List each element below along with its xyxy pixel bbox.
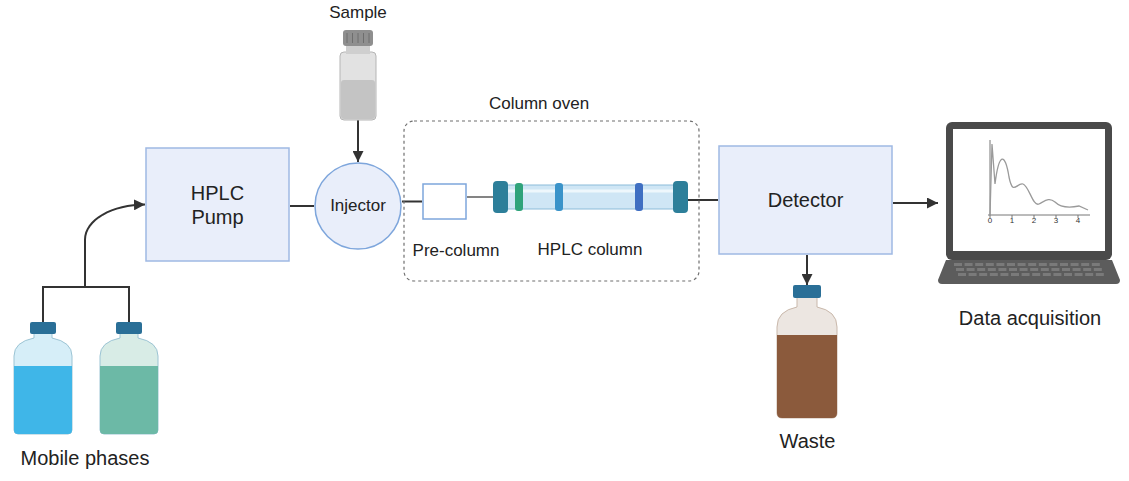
node-label: Sample bbox=[329, 3, 387, 23]
flow-connector bbox=[688, 199, 718, 201]
column-tube-outline bbox=[493, 180, 688, 214]
axis-tick-label: 1 bbox=[1002, 217, 1022, 225]
axis-tick-holder: 2 bbox=[1024, 217, 1044, 225]
axis-tick-holder: 1 bbox=[1002, 217, 1022, 225]
flow-connector bbox=[290, 205, 314, 207]
flow-connector bbox=[467, 196, 493, 197]
axis-tick-holder: 0 bbox=[980, 217, 1000, 225]
sample-vial: Sample bbox=[318, 0, 398, 122]
axis-tick-label: 2 bbox=[1024, 217, 1044, 225]
mobile-phase-bottles-outline bbox=[12, 322, 160, 434]
node-label: Injector bbox=[330, 196, 386, 216]
node-label: Waste bbox=[780, 429, 836, 453]
flow-connector bbox=[893, 202, 938, 204]
precolumn-box-outline bbox=[422, 183, 467, 220]
flow-connector bbox=[357, 120, 359, 162]
axis-tick-holder: 4 bbox=[1068, 217, 1088, 225]
node-label: Mobile phases bbox=[21, 446, 150, 470]
node-label: HPLC Pump bbox=[170, 181, 265, 229]
node-label: Column oven bbox=[489, 94, 589, 114]
node-label: Data acquisition bbox=[959, 306, 1101, 330]
oven-region: Column ovenPre-column HPLC column bbox=[403, 92, 700, 284]
pump-box: HPLC Pump bbox=[145, 147, 290, 262]
injector-circle: Injector bbox=[314, 162, 402, 250]
node-label: Detector bbox=[768, 188, 844, 212]
axis-tick-holder: 3 bbox=[1046, 217, 1066, 225]
pump-box-outline bbox=[145, 147, 290, 262]
node-label: HPLC column bbox=[538, 240, 643, 260]
node-label: Pre-column bbox=[413, 241, 500, 261]
detector-box: Detector bbox=[718, 145, 893, 255]
column-tube: HPLC column bbox=[490, 178, 690, 273]
laptop-outline bbox=[938, 122, 1120, 284]
precolumn-box: Pre-column bbox=[406, 183, 506, 268]
waste-bottle: Waste bbox=[760, 280, 855, 458]
flow-connector bbox=[43, 205, 145, 323]
split-line bbox=[85, 287, 129, 322]
axis-tick-label: 4 bbox=[1068, 217, 1088, 225]
axis-tick-label: 0 bbox=[980, 217, 1000, 225]
waste-bottle-outline bbox=[777, 285, 837, 418]
flow-connector bbox=[806, 255, 808, 285]
laptop: Data acquisition bbox=[935, 118, 1125, 343]
mobile-phase-bottles: Mobile phases bbox=[0, 310, 170, 475]
sample-vial-outline bbox=[338, 30, 378, 120]
flow-connector bbox=[402, 201, 422, 203]
axis-tick-label: 3 bbox=[1046, 217, 1066, 225]
